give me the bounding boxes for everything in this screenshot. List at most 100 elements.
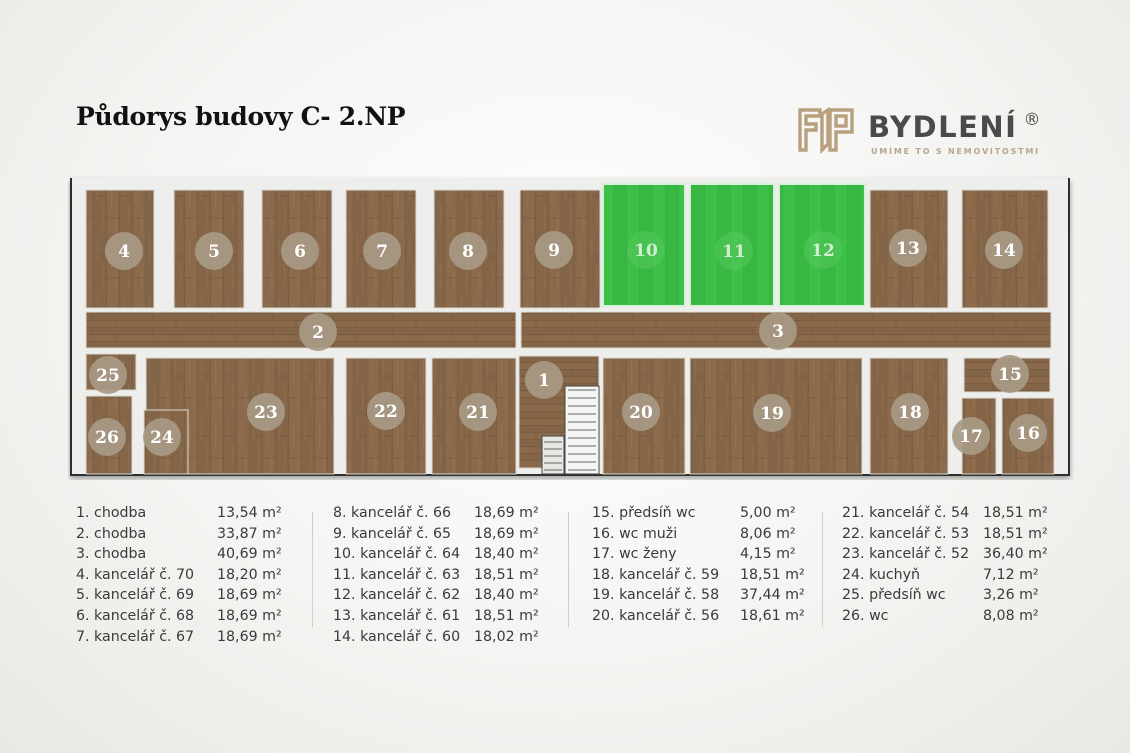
room-badge-circle <box>985 231 1023 269</box>
legend-room-area: 3,26 m² <box>983 587 1039 604</box>
room-badge-circle <box>627 231 665 269</box>
room-badge-circle <box>459 393 497 431</box>
room-number: 4 <box>118 242 130 262</box>
logo-mark-icon <box>798 106 854 155</box>
room-badge-18: 18 <box>891 393 929 431</box>
room-badge-22: 22 <box>367 392 405 430</box>
legend-room-area: 18,69 m² <box>474 525 539 542</box>
room-number: 14 <box>992 241 1016 261</box>
room-badge-circle <box>759 312 797 350</box>
room-badge-6: 6 <box>281 232 319 270</box>
legend-room-area: 18,51 m² <box>983 525 1048 542</box>
room-badge-4: 4 <box>105 232 143 270</box>
legend-room-label: 23. kancelář č. 52 <box>842 546 970 563</box>
room-badge-circle <box>367 392 405 430</box>
room-badge-20: 20 <box>622 393 660 431</box>
legend-room-label: 8. kancelář č. 66 <box>333 505 452 521</box>
legend-room-area: 18,40 m² <box>474 587 539 604</box>
legend-room-area: 18,69 m² <box>474 505 539 521</box>
room-highlight-outline <box>689 183 775 307</box>
legend-room-label: 26. wc <box>842 607 889 624</box>
room-number: 21 <box>466 403 490 423</box>
logo-tagline: UMÍME TO S NEMOVITOSTMI <box>871 147 1040 156</box>
room-number: 25 <box>96 366 120 386</box>
room-badge-circle <box>715 232 753 270</box>
legend-room-label: 14. kancelář č. 60 <box>333 628 461 645</box>
room-badge-10: 10 <box>627 231 665 269</box>
legend-room-label: 17. wc ženy <box>592 546 677 563</box>
logo-name: BYDLENÍ® <box>868 110 1042 144</box>
room-number: 12 <box>811 241 835 261</box>
room-highlight-outline <box>778 183 866 307</box>
room-badge-2: 2 <box>299 313 337 351</box>
legend-room-area: 18,69 m² <box>217 607 282 624</box>
legend-room-label: 24. kuchyň <box>842 566 921 583</box>
legend-room-area: 8,06 m² <box>740 525 796 542</box>
room-number: 6 <box>294 242 306 262</box>
room-badge-15: 15 <box>991 355 1029 393</box>
legend-room-area: 18,40 m² <box>474 546 539 563</box>
legend-room-label: 1. chodba <box>76 505 147 521</box>
legend-divider <box>312 512 313 627</box>
legend-room-label: 12. kancelář č. 62 <box>333 587 461 604</box>
legend-room-area: 37,44 m² <box>740 587 805 604</box>
legend-room-area: 18,20 m² <box>217 566 282 583</box>
room-badge-circle <box>299 313 337 351</box>
room-number: 13 <box>896 239 920 259</box>
legend-room-label: 9. kancelář č. 65 <box>333 525 452 542</box>
legend-room-label: 2. chodba <box>76 525 147 542</box>
room-number: 17 <box>959 427 983 447</box>
room-badge-9: 9 <box>535 231 573 269</box>
room-number: 15 <box>998 365 1022 385</box>
room-badge-5: 5 <box>195 232 233 270</box>
legend-room-area: 4,15 m² <box>740 546 796 563</box>
room-badge-circle <box>1009 414 1047 452</box>
page-title: Půdorys budovy C- 2.NP <box>76 102 406 131</box>
room-number: 26 <box>95 428 119 448</box>
room-badge-12: 12 <box>804 231 842 269</box>
room-badge-circle <box>143 418 181 456</box>
room-badge-17: 17 <box>952 417 990 455</box>
legend-room-label: 19. kancelář č. 58 <box>592 587 720 604</box>
legend-room-area: 18,51 m² <box>740 566 805 583</box>
room-badge-11: 11 <box>715 232 753 270</box>
room-badge-circle <box>89 356 127 394</box>
legend-room-label: 20. kancelář č. 56 <box>592 607 720 624</box>
legend-room-area: 18,69 m² <box>217 587 282 604</box>
room-badge-circle <box>88 418 126 456</box>
legend-room-label: 11. kancelář č. 63 <box>333 566 461 583</box>
legend-room-label: 21. kancelář č. 54 <box>842 505 970 521</box>
room-badge-circle <box>535 231 573 269</box>
room-badge-circle <box>363 232 401 270</box>
legend-room-area: 40,69 m² <box>217 546 282 563</box>
room-badge-circle <box>952 417 990 455</box>
legend-room-label: 3. chodba <box>76 546 147 563</box>
legend-room-area: 5,00 m² <box>740 505 796 521</box>
room-badge-3: 3 <box>759 312 797 350</box>
legend-room-area: 18,69 m² <box>217 628 282 645</box>
room-badge-circle <box>247 393 285 431</box>
room-number: 1 <box>538 371 550 391</box>
room-number: 5 <box>208 242 220 262</box>
room-number: 19 <box>760 404 784 424</box>
room-badge-circle <box>753 394 791 432</box>
room-badge-19: 19 <box>753 394 791 432</box>
legend-room-label: 25. předsíň wc <box>842 587 946 604</box>
legend-room-label: 15. předsíň wc <box>592 505 696 521</box>
room-badge-circle <box>889 229 927 267</box>
legend-divider <box>568 512 569 627</box>
room-number: 22 <box>374 402 398 422</box>
legend-room-label: 16. wc muži <box>592 525 678 542</box>
room-badge-21: 21 <box>459 393 497 431</box>
room-number: 7 <box>376 242 388 262</box>
legend-room-label: 10. kancelář č. 64 <box>333 546 461 563</box>
room-badge-8: 8 <box>449 232 487 270</box>
room-number: 23 <box>254 403 278 423</box>
room-badge-14: 14 <box>985 231 1023 269</box>
room-badge-circle <box>449 232 487 270</box>
brand-logo: BYDLENÍ® UMÍME TO S NEMOVITOSTMI <box>796 104 1056 158</box>
room-number: 3 <box>772 322 784 342</box>
legend-room-area: 18,61 m² <box>740 607 805 624</box>
